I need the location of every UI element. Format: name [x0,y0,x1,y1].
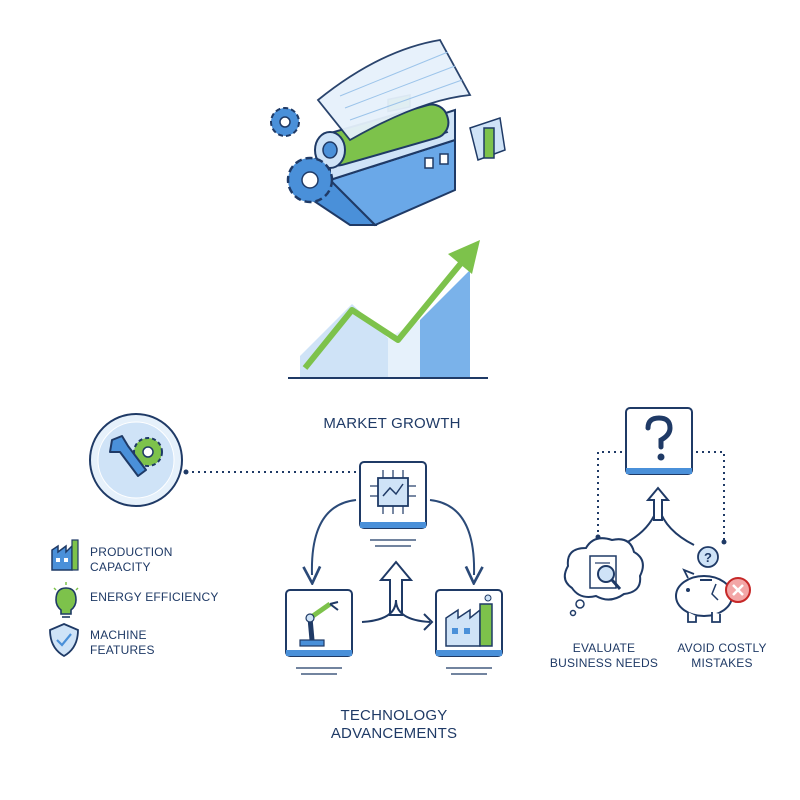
market-growth-title: MARKET GROWTH [323,415,461,432]
arrow-right-curve [429,499,474,575]
machine-label-line2: FEATURES [90,643,155,657]
piggy-bank-icon: ? [675,546,751,623]
branch-arrow-icon [621,486,695,546]
machine-features-label: MACHINE FEATURES [90,628,230,658]
factory-icon [435,589,503,675]
technology-title-line2: ADVANCEMENTS [330,725,458,742]
technology-title-line1: TECHNOLOGY [340,707,448,724]
microchip-icon [359,461,427,547]
avoid-label-line1: AVOID COSTLY [677,641,767,655]
magnifier-document-icon [563,537,644,617]
machine-label-line1: MACHINE [90,628,147,642]
wrench-gear-icon [89,413,183,507]
production-capacity-label: PRODUCTION CAPACITY [90,545,230,575]
split-arrow-icon [361,560,434,631]
evaluate-label-line1: EVALUATE [572,641,636,655]
energy-efficiency-label: ENERGY EFFICIENCY [90,590,219,604]
technology-advancements-title: TECHNOLOGY ADVANCEMENTS [294,707,494,743]
factory-small-icon [51,539,79,571]
production-label-line1: PRODUCTION [90,545,173,559]
avoid-costly-mistakes-label: AVOID COSTLY MISTAKES [662,641,782,671]
evaluate-business-needs-label: EVALUATE BUSINESS NEEDS [544,641,664,671]
production-label-line2: CAPACITY [90,560,151,574]
arrow-left-curve [312,499,357,575]
question-mark-icon [625,407,693,475]
growth-trend-chart-icon [288,240,488,379]
shield-check-icon [49,623,79,658]
lightbulb-icon [53,582,79,618]
robot-arm-icon [285,589,353,675]
evaluate-label-line2: BUSINESS NEEDS [549,656,659,670]
laminator-machine-icon [270,39,506,227]
svg-text:?: ? [704,550,712,565]
avoid-label-line2: MISTAKES [691,656,753,670]
